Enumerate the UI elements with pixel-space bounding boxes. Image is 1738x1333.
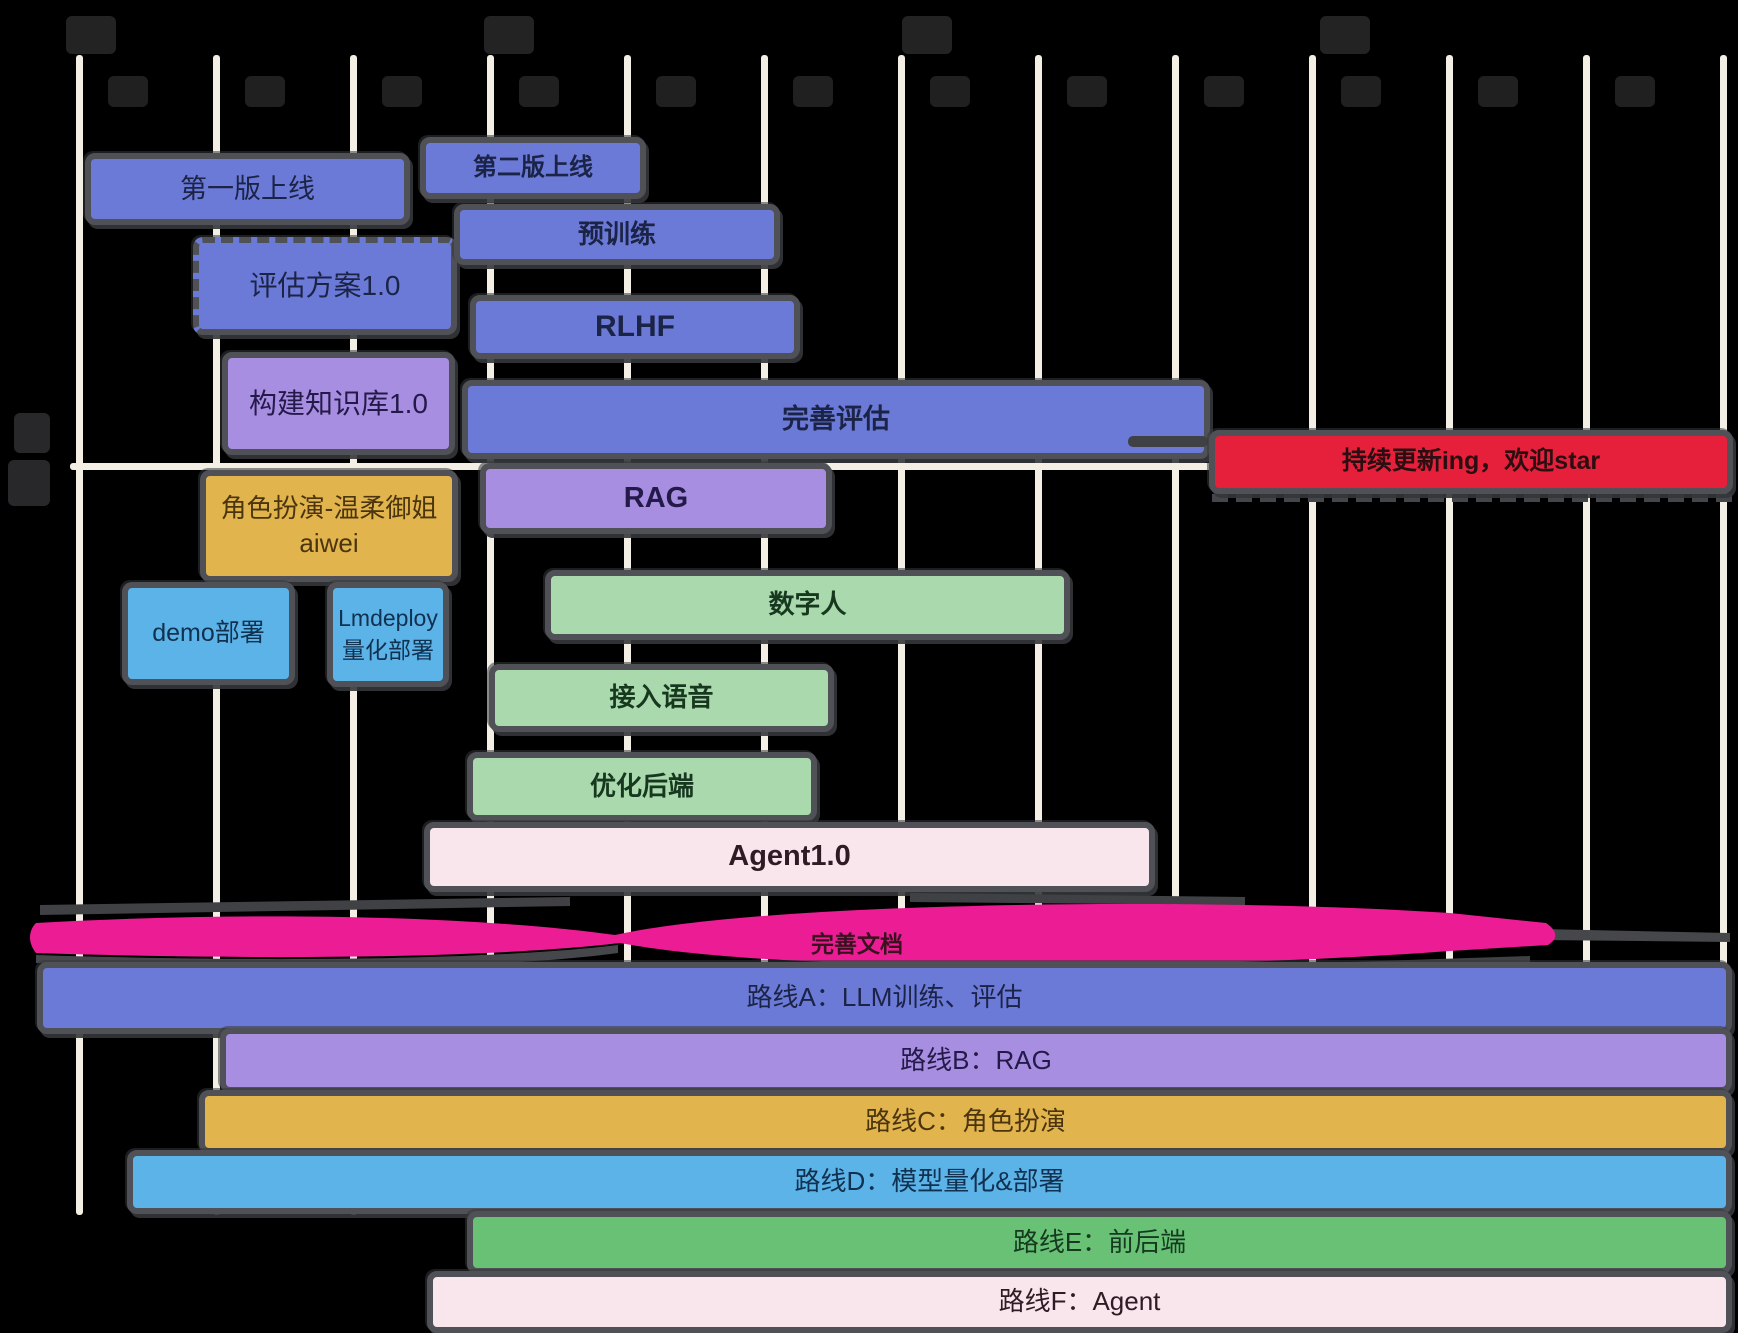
- sketch-stroke: [1540, 929, 1730, 942]
- axis-month-label-mark: [902, 16, 952, 54]
- task-bar-improve-eval: 完善评估: [462, 380, 1210, 459]
- sketch-stroke: [1212, 494, 1732, 502]
- task-bar-demo-deploy: demo部署: [122, 582, 295, 685]
- task-bar-pretrain: 预训练: [454, 204, 780, 265]
- axis-week-label-mark: [108, 76, 148, 107]
- route-label: 路线E：前后端: [1012, 1226, 1187, 1257]
- route-bar-e: 路线E：前后端: [467, 1211, 1732, 1274]
- axis-week-label-mark: [793, 76, 833, 107]
- task-label: 接入语音: [609, 682, 714, 713]
- route-label: 路线A：LLM训练、评估: [746, 982, 1023, 1013]
- banner-label: 持续更新ing，欢迎star: [1341, 447, 1601, 476]
- route-bar-f: 路线F：Agent: [427, 1271, 1732, 1333]
- task-bar-voice: 接入语音: [489, 664, 834, 732]
- axis-month-label-mark: [66, 16, 116, 54]
- task-label: demo部署: [152, 618, 265, 647]
- left-axis-label-mark: [8, 460, 50, 506]
- task-label: RLHF: [595, 309, 675, 343]
- grid-line: [1446, 55, 1453, 1215]
- task-label: 预训练: [577, 218, 656, 249]
- axis-week-label-mark: [1204, 76, 1244, 107]
- task-label-line2: aiwei: [299, 528, 359, 558]
- grid-line: [76, 55, 83, 1215]
- task-label: 第二版上线: [473, 153, 593, 181]
- sketch-stroke: [1128, 436, 1208, 447]
- task-bar-roleplay: 角色扮演-温柔御姐 aiwei: [200, 470, 458, 582]
- axis-week-label-mark: [656, 76, 696, 107]
- grid-line: [1720, 55, 1727, 1215]
- axis-month-label-mark: [484, 16, 534, 54]
- task-bar-agent: Agent1.0: [424, 822, 1155, 892]
- sketch-stroke: [36, 945, 618, 968]
- task-label: 完善评估: [782, 404, 890, 435]
- task-label: Lmdeploy: [338, 605, 438, 632]
- grid-line: [487, 55, 494, 1215]
- axis-week-label-mark: [519, 76, 559, 107]
- task-label-line2: 量化部署: [342, 636, 434, 663]
- task-label: Agent1.0: [728, 840, 851, 873]
- sketch-stroke: [910, 893, 1245, 905]
- task-label: 角色扮演-温柔御姐: [220, 492, 438, 523]
- task-label: 数字人: [768, 589, 847, 620]
- route-bar-b: 路线B：RAG: [220, 1028, 1732, 1093]
- docs-ribbon-band: [30, 903, 1556, 966]
- section-divider-line: [70, 463, 1722, 470]
- grid-line: [1309, 55, 1316, 1215]
- task-bar-rag: RAG: [480, 463, 832, 534]
- left-axis-label-mark: [14, 413, 50, 453]
- task-bar-rlhf: RLHF: [470, 295, 800, 359]
- route-bar-d: 路线D：模型量化&部署: [127, 1150, 1732, 1214]
- axis-week-label-mark: [382, 76, 422, 107]
- route-bar-c: 路线C：角色扮演: [199, 1090, 1732, 1154]
- route-label: 路线B：RAG: [900, 1044, 1052, 1075]
- route-bar-a: 路线A：LLM训练、评估: [37, 962, 1732, 1034]
- task-bar-knowledge-base: 构建知识库1.0: [222, 352, 455, 455]
- axis-week-label-mark: [930, 76, 970, 107]
- route-label: 路线F：Agent: [998, 1286, 1161, 1317]
- task-bar-lmdeploy: Lmdeploy 量化部署: [327, 582, 449, 687]
- route-label: 路线C：角色扮演: [865, 1106, 1066, 1137]
- task-bar-eval-plan: 评估方案1.0: [193, 237, 457, 335]
- axis-week-label-mark: [1478, 76, 1518, 107]
- grid-line: [1583, 55, 1590, 1215]
- task-bar-first-release: 第一版上线: [85, 153, 410, 225]
- route-label: 路线D：模型量化&部署: [794, 1166, 1065, 1197]
- axis-week-label-mark: [1341, 76, 1381, 107]
- task-bar-backend-opt: 优化后端: [467, 752, 817, 821]
- grid-line: [1172, 55, 1179, 1215]
- task-label: 评估方案1.0: [249, 270, 401, 302]
- task-label: 第一版上线: [180, 173, 315, 204]
- task-label: 优化后端: [589, 770, 694, 801]
- axis-week-label-mark: [1615, 76, 1655, 107]
- task-bar-second-release: 第二版上线: [420, 137, 646, 199]
- axis-week-label-mark: [245, 76, 285, 107]
- task-label: RAG: [623, 481, 689, 514]
- docs-ribbon-label: 完善文档: [811, 931, 903, 957]
- sketch-stroke: [40, 897, 570, 915]
- axis-week-label-mark: [1067, 76, 1107, 107]
- axis-month-label-mark: [1320, 16, 1370, 54]
- task-label: 构建知识库1.0: [249, 387, 428, 419]
- task-bar-digital-human: 数字人: [545, 570, 1070, 640]
- update-banner: 持续更新ing，欢迎star: [1209, 430, 1733, 494]
